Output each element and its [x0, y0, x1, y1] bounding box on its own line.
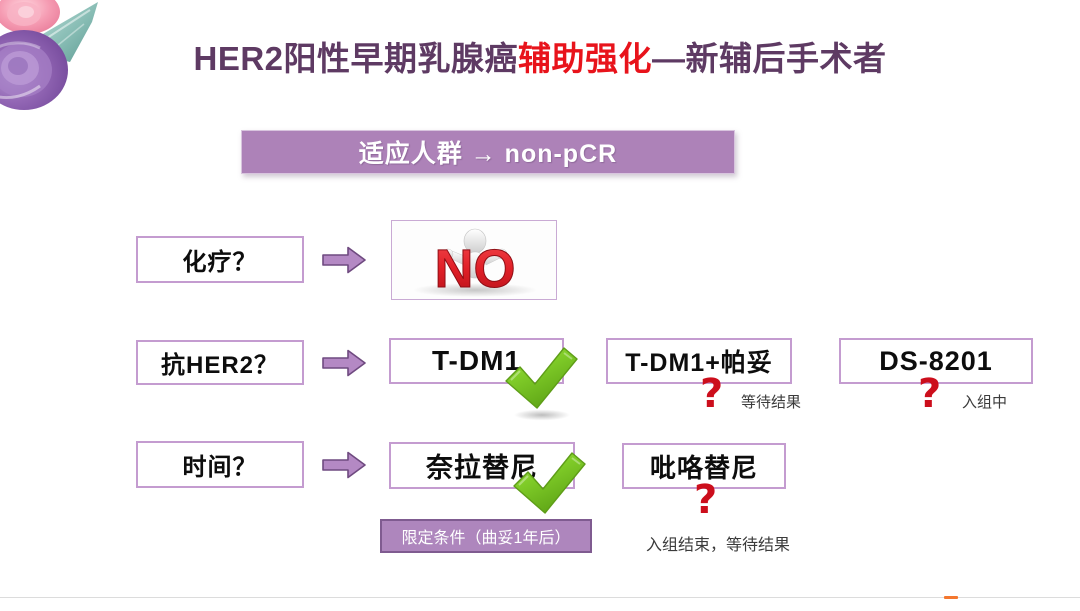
question-mark-icon: ?	[694, 477, 718, 523]
treatment-box-pyrotinib[interactable]: 吡咯替尼	[622, 443, 786, 489]
treatment-box-tdm1-pertuzumab[interactable]: T-DM1+帕妥	[606, 338, 792, 384]
green-check-icon	[513, 452, 586, 514]
treatment-box-tdm1-pertuzumab-label: T-DM1+帕妥	[625, 349, 773, 377]
treatment-box-tdm1[interactable]: T-DM1	[389, 338, 564, 384]
treatment-box-pyrotinib-label: 吡咯替尼	[649, 452, 758, 483]
right-arrow-icon	[322, 349, 366, 377]
treatment-box-ds8201[interactable]: DS-8201	[839, 338, 1033, 384]
question-mark-icon: ?	[918, 371, 942, 417]
question-mark-icon: ?	[700, 371, 724, 417]
question-box-anti-her2-label: 抗HER2？	[160, 352, 280, 379]
green-check-icon	[505, 347, 578, 421]
condition-box-neratinib-label: 限定条件（曲妥1年后）	[401, 530, 571, 547]
title-part-3: —新辅后手术者	[652, 40, 887, 77]
condition-box-neratinib: 限定条件（曲妥1年后）	[380, 519, 592, 553]
right-arrow-icon	[322, 246, 366, 274]
treatment-box-neratinib[interactable]: 奈拉替尼	[389, 442, 575, 489]
no-answer-image: NO	[391, 220, 557, 300]
title-part-2-highlight: 辅助强化	[518, 40, 653, 77]
no-image-graphic: NO	[392, 221, 556, 299]
right-arrow-icon	[322, 451, 366, 479]
svg-text:NO: NO	[435, 239, 516, 299]
footer-accent-mark	[944, 596, 958, 599]
question-box-chemotherapy[interactable]: 化疗？	[136, 236, 304, 283]
page-title: HER2阳性早期乳腺癌辅助强化—新辅后手术者	[0, 32, 1080, 80]
status-note-tdm1-pertuzumab: 等待结果	[741, 394, 802, 411]
treatment-box-neratinib-label: 奈拉替尼	[426, 453, 538, 483]
title-part-1: HER2阳性早期乳腺癌	[193, 40, 519, 77]
treatment-box-tdm1-label: T-DM1	[432, 345, 521, 376]
question-box-duration[interactable]: 时间？	[136, 441, 304, 488]
subtitle-text: 适应人群 → non-pCR	[358, 140, 618, 168]
question-box-chemotherapy-label: 化疗？	[182, 249, 258, 276]
question-box-anti-her2[interactable]: 抗HER2？	[136, 340, 304, 385]
status-note-ds8201: 入组中	[962, 394, 1008, 411]
treatment-box-ds8201-label: DS-8201	[879, 345, 993, 376]
question-box-duration-label: 时间？	[182, 454, 258, 481]
footer-divider	[0, 597, 1080, 598]
status-note-pyrotinib: 入组结束，等待结果	[646, 537, 791, 554]
subtitle-banner: 适应人群 → non-pCR	[241, 130, 735, 174]
